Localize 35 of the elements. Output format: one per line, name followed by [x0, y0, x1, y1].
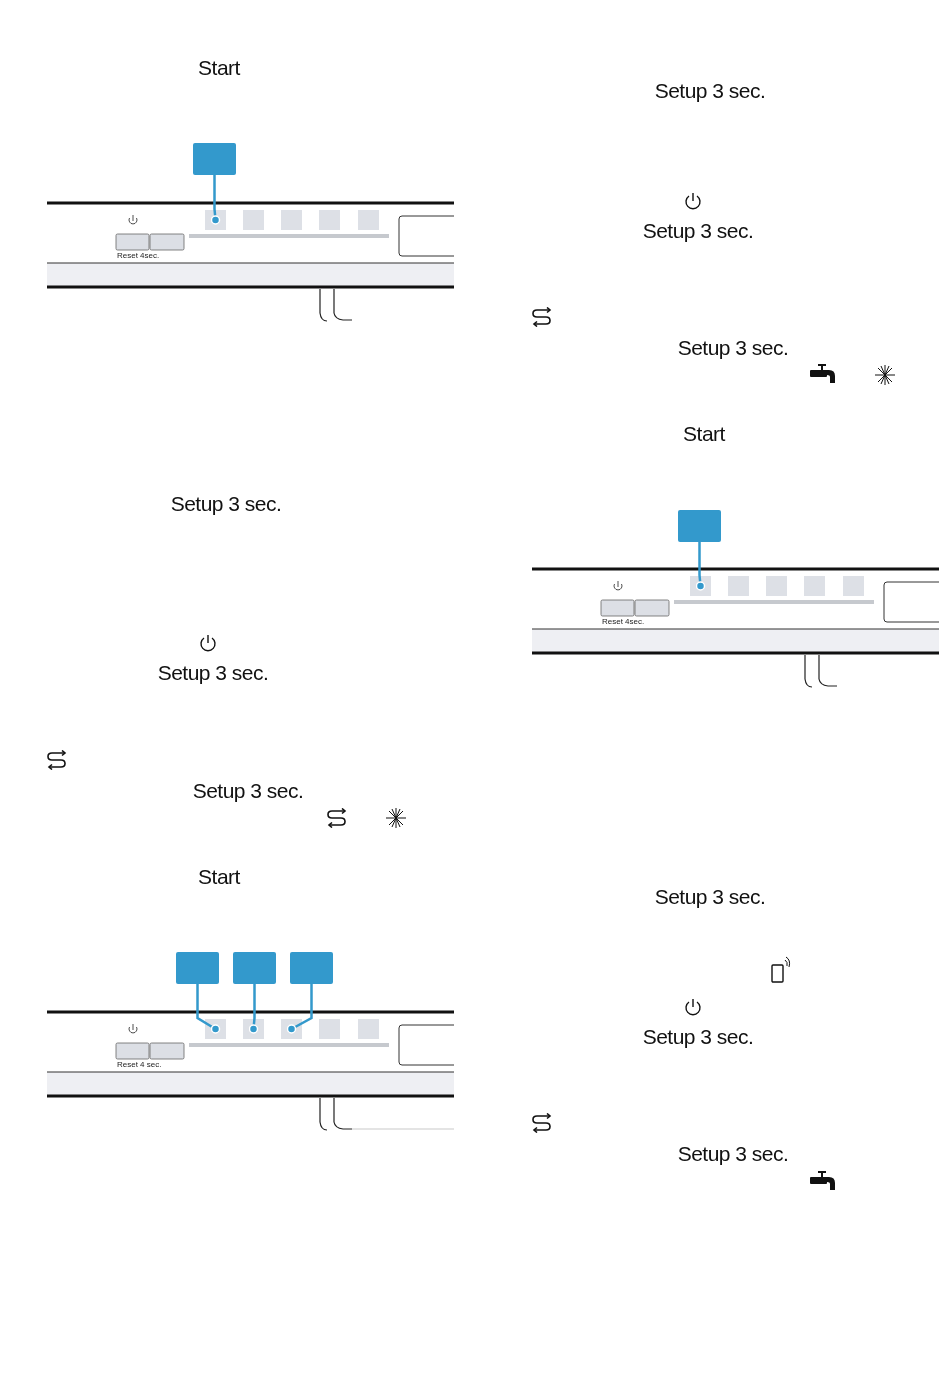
leader-line	[210, 175, 221, 225]
leader-line	[286, 984, 313, 1034]
button-label: Setup 3 sec.	[170, 492, 282, 514]
panel-button	[243, 210, 264, 230]
panel-button	[843, 576, 864, 596]
button-caption: Reset 4sec.	[602, 618, 645, 626]
leader-line	[695, 542, 706, 591]
leader-line	[248, 984, 259, 1034]
panel-button	[728, 576, 749, 596]
button-label: Setup 3 sec.	[677, 1142, 789, 1164]
button-label: Start	[198, 56, 240, 78]
panel-button	[358, 1019, 379, 1039]
button-label: Setup 3 sec.	[654, 79, 766, 101]
callout-box	[233, 952, 276, 984]
button-caption: Reset 4sec.	[117, 252, 160, 260]
callout-box	[678, 510, 721, 542]
button-label: Setup 3 sec.	[642, 1025, 754, 1047]
button-label: Setup 3 sec.	[654, 885, 766, 907]
panel-button	[804, 576, 825, 596]
button-label: Setup 3 sec.	[677, 336, 789, 358]
callout-box	[176, 952, 219, 984]
callout-box	[193, 143, 236, 175]
panel-button	[358, 210, 379, 230]
panel-button	[319, 210, 340, 230]
button-label: Setup 3 sec.	[157, 661, 269, 683]
button-label: Setup 3 sec.	[642, 219, 754, 241]
panel-button	[319, 1019, 340, 1039]
button-label: Start	[198, 865, 240, 887]
panel-button	[766, 576, 787, 596]
callout-box	[290, 952, 333, 984]
button-label: Setup 3 sec.	[192, 779, 304, 801]
leader-line	[196, 984, 221, 1034]
button-caption: Reset 4 sec.	[117, 1061, 162, 1069]
panel-button	[281, 210, 302, 230]
button-label: Start	[683, 422, 725, 444]
